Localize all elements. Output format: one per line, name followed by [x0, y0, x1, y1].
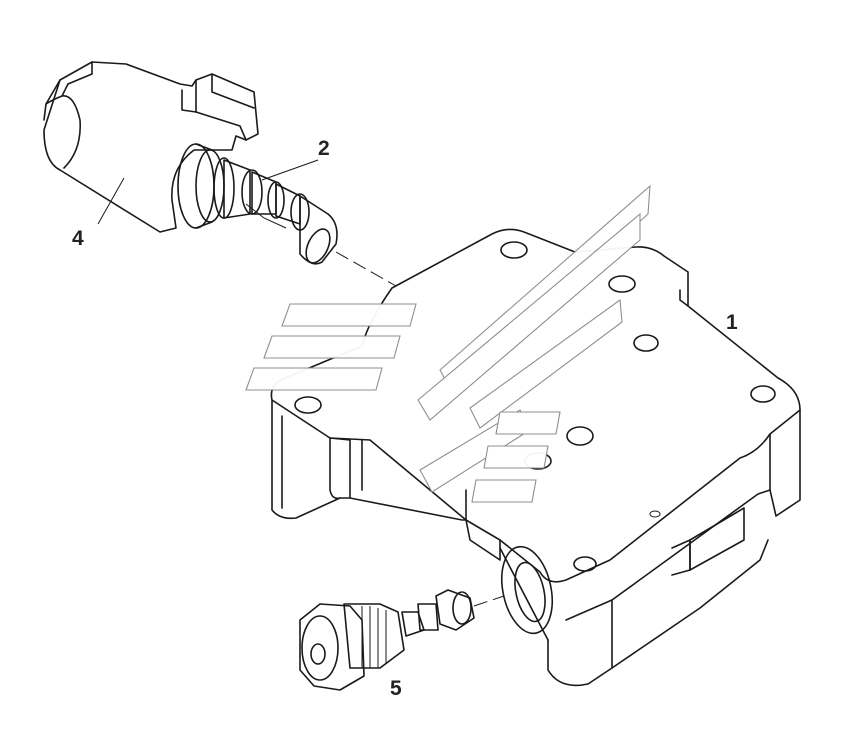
- relief-valve-part-5: [299, 589, 475, 691]
- leader-lines: [97, 159, 319, 225]
- cartridge-valve-part-2: [213, 157, 338, 265]
- callout-part-1: 1: [726, 311, 738, 334]
- callout-part-4: 4: [72, 227, 84, 250]
- callout-part-5: 5: [390, 677, 402, 700]
- watermark-logo: [245, 184, 651, 503]
- assembly-guide-lines: [335, 251, 505, 607]
- valve-body-part-1: [270, 228, 801, 687]
- solenoid-coil-part-4: [43, 61, 259, 233]
- callout-part-2: 2: [318, 137, 330, 160]
